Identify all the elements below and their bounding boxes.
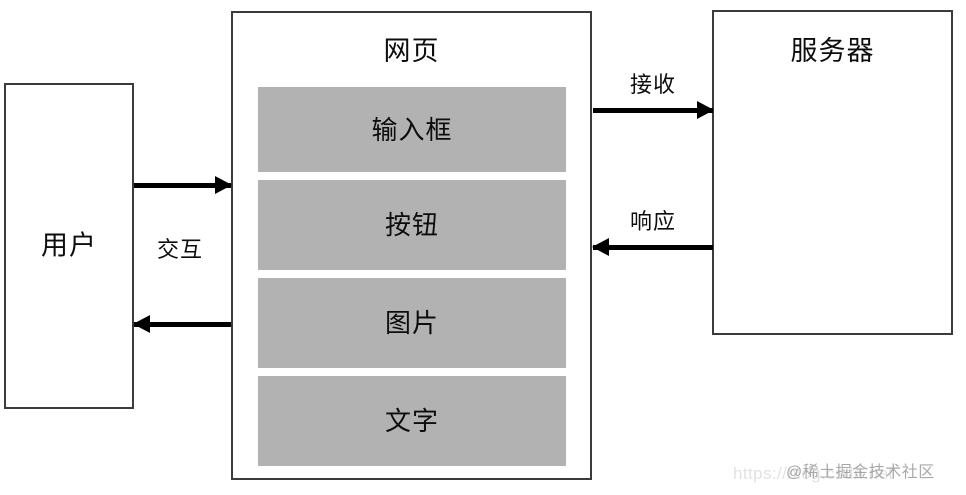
watermark-brand: @稀土掘金技术社区	[786, 464, 935, 481]
arrow-shaft	[134, 183, 231, 188]
edge-label-receive: 接收	[630, 72, 677, 97]
edge-label-interaction: 交互	[157, 237, 204, 262]
edge-label-response: 响应	[630, 209, 677, 234]
node-server: 服务器	[712, 10, 953, 335]
node-server-label: 服务器	[790, 36, 875, 66]
node-webpage-label: 网页	[383, 36, 440, 66]
arrow-shaft	[593, 245, 713, 250]
component-button-label: 按钮	[384, 210, 439, 240]
node-user: 用户	[4, 83, 134, 409]
component-text-label: 文字	[384, 406, 439, 436]
component-input-box-label: 输入框	[371, 114, 453, 145]
node-user-label: 用户	[41, 230, 97, 261]
component-image[interactable]: 图片	[258, 278, 566, 368]
component-input-box[interactable]: 输入框	[258, 87, 566, 172]
arrowhead-right-icon	[215, 176, 232, 194]
arrowhead-left-icon	[592, 238, 609, 256]
arrowhead-right-icon	[697, 101, 714, 119]
arrow-shaft	[593, 108, 713, 113]
component-button[interactable]: 按钮	[258, 180, 566, 270]
component-text[interactable]: 文字	[258, 376, 566, 466]
watermark-url: https://blog.csdn.net	[733, 464, 894, 483]
arrow-shaft	[134, 322, 231, 327]
component-image-label: 图片	[384, 308, 439, 338]
arrowhead-left-icon	[133, 315, 150, 333]
